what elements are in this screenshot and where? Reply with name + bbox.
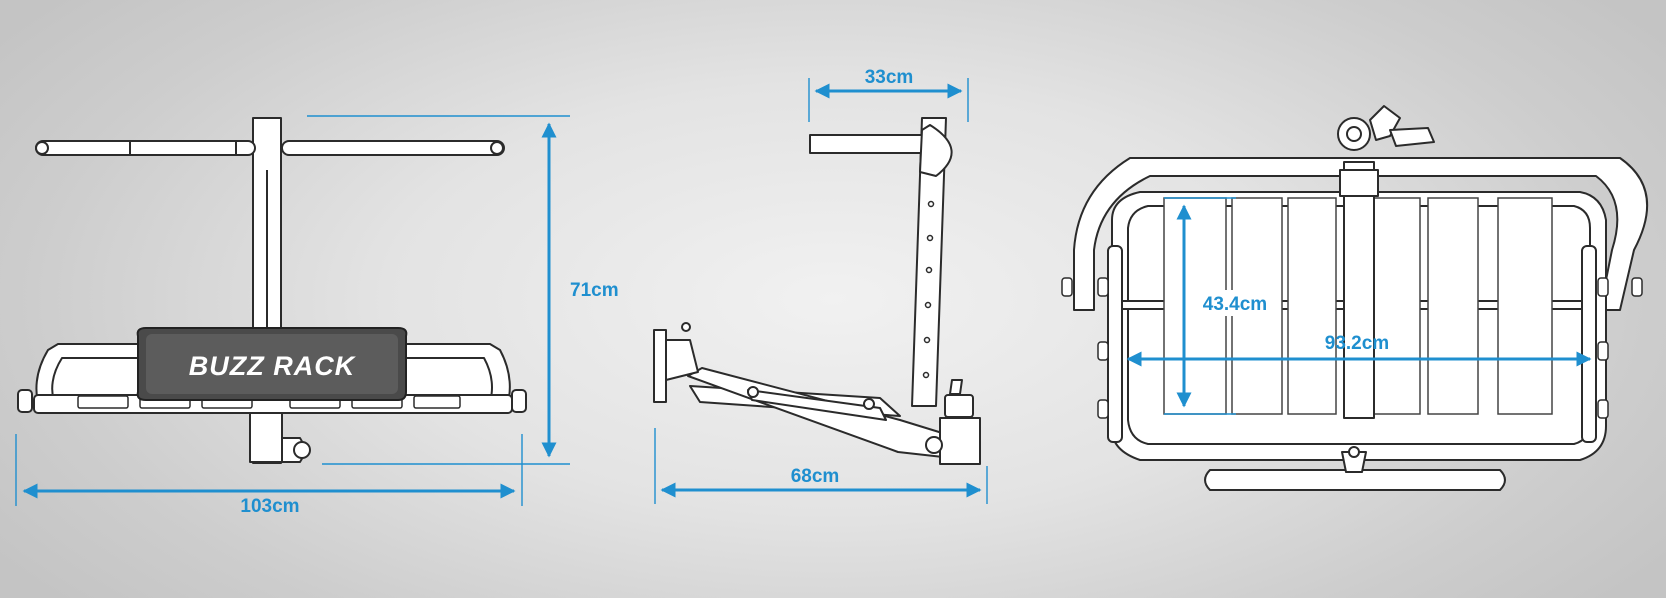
top-bottom-handle: [1204, 469, 1506, 491]
side-mast: [911, 117, 947, 407]
side-view: [653, 117, 981, 465]
brand-logo-text: BUZZ RACK: [189, 351, 357, 381]
front-left-arm: [35, 140, 256, 156]
side-dimensions: 33cm 68cm: [654, 67, 988, 504]
top-width-label: 93.2cm: [1325, 333, 1389, 354]
front-dimensions: 71cm 103cm: [15, 115, 619, 517]
side-top-label: 33cm: [865, 67, 914, 88]
top-depth-label: 43.4cm: [1203, 294, 1267, 315]
front-right-arm: [281, 140, 505, 156]
side-length-label: 68cm: [791, 466, 840, 487]
side-hitch: [939, 417, 981, 465]
front-view: BUZZ RACK: [17, 117, 527, 464]
front-height-label: 71cm: [570, 280, 619, 301]
top-dimensions: 43.4cm 93.2cm: [1126, 197, 1592, 415]
top-outer-frame: [1073, 157, 1648, 311]
side-wall-plate: [653, 329, 667, 403]
front-width-label: 103cm: [240, 496, 299, 517]
top-center-mast: [1343, 161, 1375, 419]
hitch-tube: [249, 409, 283, 463]
top-view: [1061, 105, 1648, 491]
